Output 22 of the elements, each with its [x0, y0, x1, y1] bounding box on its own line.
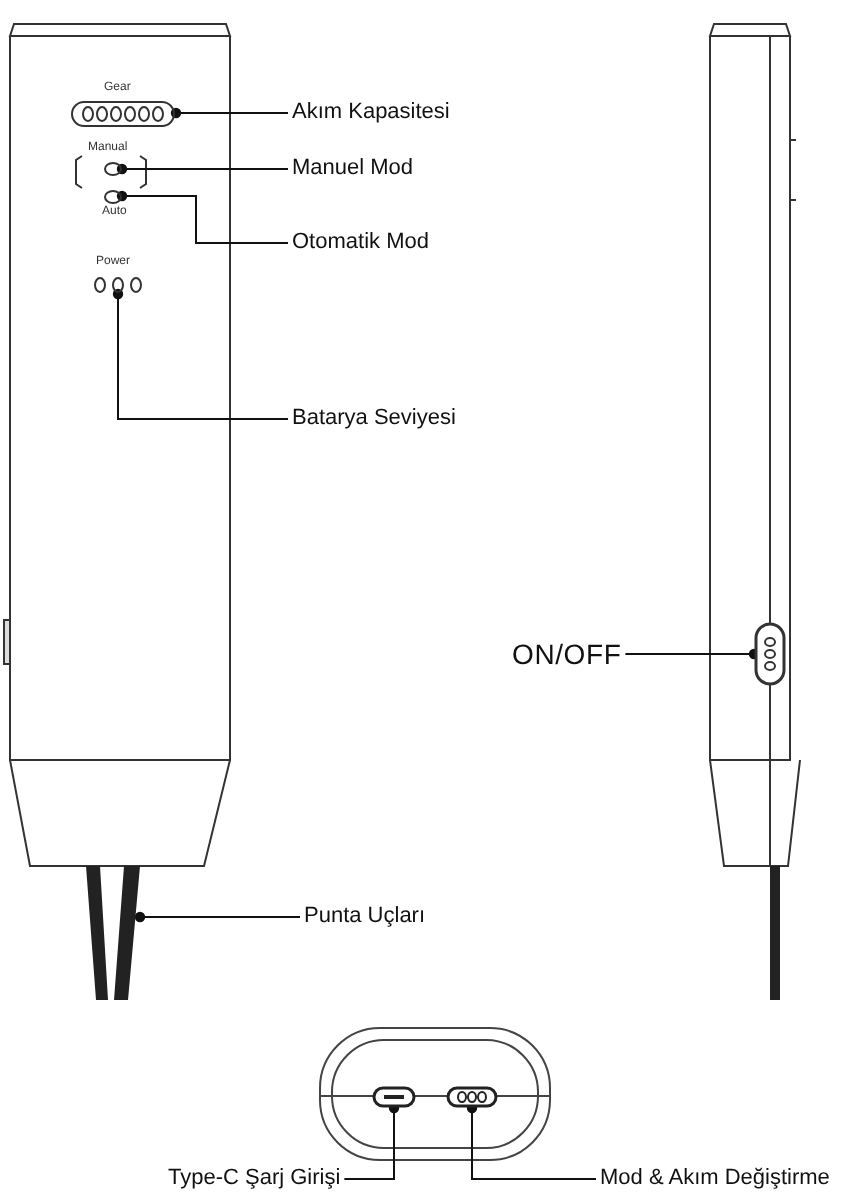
leader-line: [170, 107, 289, 119]
callout-label: ON/OFF: [512, 638, 622, 670]
gear-led-indicator: [70, 100, 176, 128]
callout-label: Punta Uçları: [304, 904, 426, 930]
callout-label: Type-C Şarj Girişi: [168, 1166, 341, 1192]
usb-c-port: [372, 1086, 416, 1108]
callout-label: Manuel Mod: [292, 156, 414, 182]
led-indicator: [104, 162, 122, 176]
callout-label: Batarya Seviyesi: [292, 406, 456, 432]
mode-button: [446, 1086, 498, 1108]
leader-line: [116, 190, 289, 244]
callout-label: Mod & Akım Değiştirme: [600, 1166, 830, 1192]
leader-line: [116, 163, 289, 175]
callout-label: Otomatik Mod: [292, 230, 429, 256]
tweezer-tips: [84, 866, 140, 1000]
leader-line: [112, 288, 289, 420]
callout-label: Akım Kapasitesi: [292, 100, 450, 126]
leader-line: [134, 911, 301, 923]
power-led-indicator: [92, 276, 144, 294]
leader-line: [624, 648, 760, 660]
power-button: [754, 622, 786, 686]
led-indicator: [104, 190, 122, 204]
